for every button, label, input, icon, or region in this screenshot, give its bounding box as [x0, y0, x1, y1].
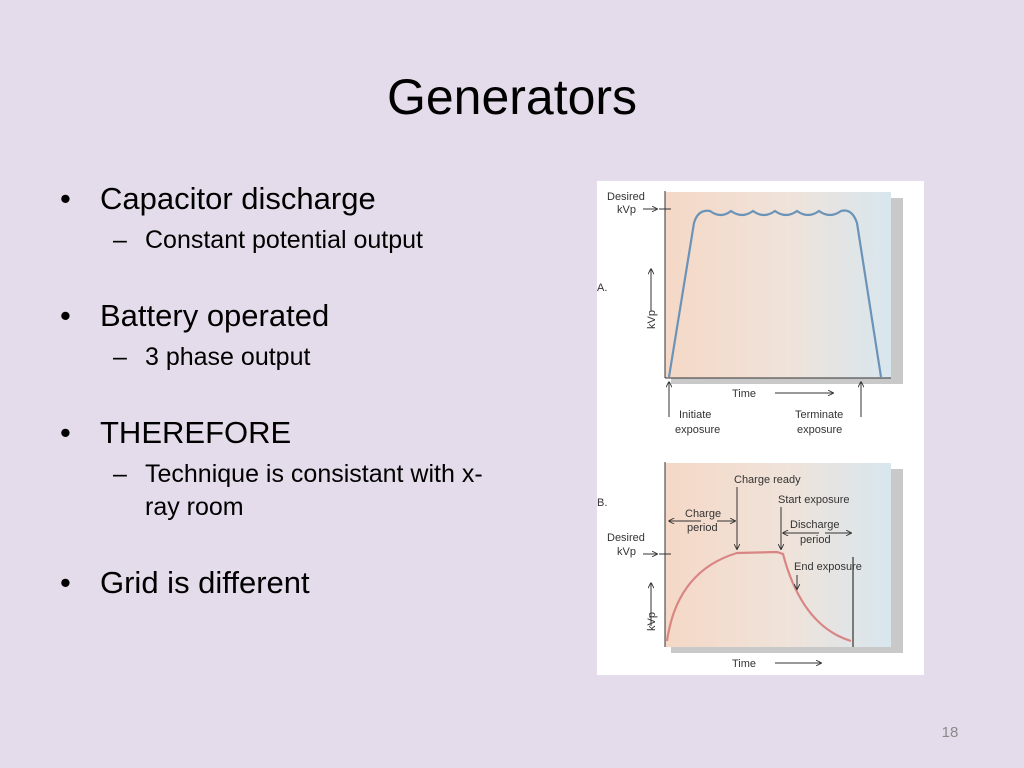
panel-b-desired-label: Desired: [607, 532, 645, 544]
sub-bullet-item: – 3 phase output: [60, 341, 490, 374]
start-exposure-label: Start exposure: [778, 494, 850, 506]
bullet-text: Capacitor discharge: [100, 181, 376, 216]
bullet-item: • Battery operated: [60, 295, 490, 337]
panel-b: B. Desired kVp kVp Charge ready Start ex…: [597, 462, 903, 670]
panel-a-y-label: kVp: [646, 310, 658, 329]
initiate-label-2: exposure: [675, 424, 720, 436]
bullet-item: • Grid is different: [60, 562, 490, 604]
panel-b-letter: B.: [597, 497, 607, 509]
panel-a-waveform: [667, 209, 883, 378]
bullet-text: Battery operated: [100, 298, 330, 333]
sub-bullet-item: – Technique is consistant with x-ray roo…: [60, 458, 490, 524]
bullet-item: • THEREFORE: [60, 412, 490, 454]
terminate-label: Terminate: [795, 409, 843, 421]
panel-b-desired-unit: kVp: [617, 546, 636, 558]
charge-period-label: Charge: [685, 508, 721, 520]
charge-ready-label: Charge ready: [734, 474, 801, 486]
panel-a-desired-label: Desired: [607, 191, 645, 203]
panel-b-background: [665, 463, 891, 647]
dash-glyph: –: [113, 460, 127, 488]
bullet-item: • Capacitor discharge: [60, 178, 490, 220]
bullet-list: • Capacitor discharge – Constant potenti…: [60, 178, 490, 604]
slide-title: Generators: [386, 69, 638, 125]
initiate-label: Initiate: [679, 409, 711, 421]
sub-bullet-text: Technique is consistant with x-ray room: [145, 460, 483, 521]
bullet-glyph: •: [60, 298, 71, 333]
panel-b-waveform: [665, 550, 852, 643]
discharge-period-label-2: period: [800, 534, 831, 546]
panel-a: Desired kVp A. kVp Time Initiate exposur…: [597, 191, 903, 436]
bullet-glyph: •: [60, 181, 71, 216]
panel-a-time-label: Time: [732, 388, 756, 400]
bullet-glyph: •: [60, 415, 71, 450]
terminate-label-2: exposure: [797, 424, 842, 436]
bullet-text: THEREFORE: [100, 415, 292, 450]
generator-waveform-figure: Desired kVp A. kVp Time Initiate exposur…: [597, 181, 924, 675]
panel-b-y-label: kVp: [646, 612, 658, 631]
charge-period-label-2: period: [687, 522, 718, 534]
dash-glyph: –: [113, 343, 127, 371]
panel-b-time-label: Time: [732, 658, 756, 670]
bullet-text: Grid is different: [100, 565, 310, 600]
end-exposure-label: End exposure: [794, 561, 862, 573]
page-number: 18: [941, 724, 959, 741]
panel-a-letter: A.: [597, 282, 607, 294]
sub-bullet-text: Constant potential output: [145, 226, 423, 254]
sub-bullet-text: 3 phase output: [145, 343, 311, 371]
panel-a-desired-unit: kVp: [617, 204, 636, 216]
bullet-glyph: •: [60, 565, 71, 600]
panel-a-background: [665, 192, 891, 378]
discharge-period-label: Discharge: [790, 519, 840, 531]
dash-glyph: –: [113, 226, 127, 254]
sub-bullet-item: – Constant potential output: [60, 224, 490, 257]
